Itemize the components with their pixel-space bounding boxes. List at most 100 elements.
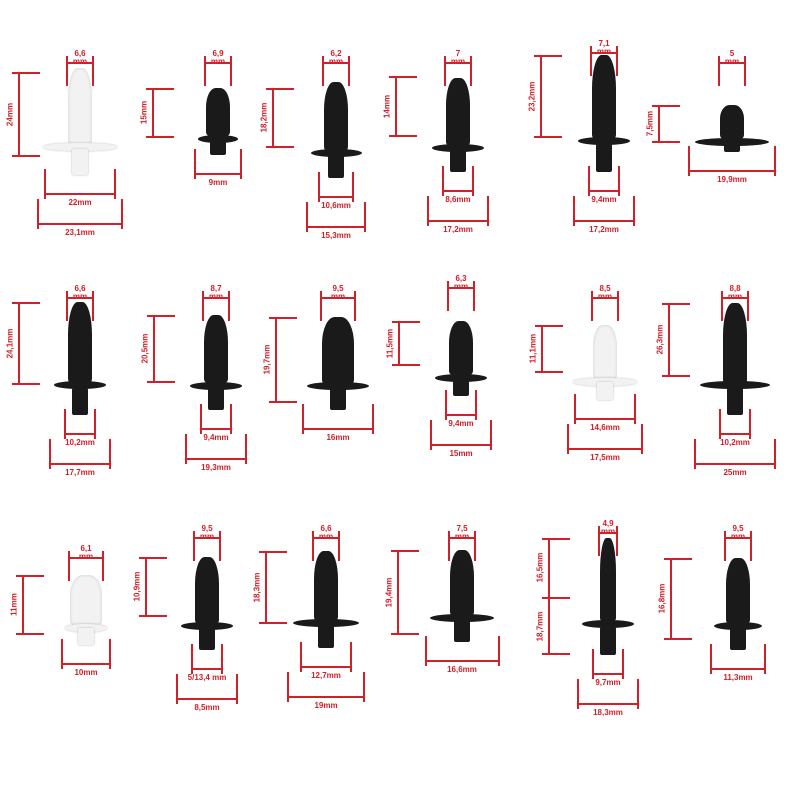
top-dimension-line bbox=[202, 297, 230, 299]
height-dimension-tick bbox=[147, 315, 175, 317]
bottom-dimension-tick bbox=[352, 172, 354, 202]
bottom-dimension-tick bbox=[114, 169, 116, 199]
clip-body bbox=[446, 78, 470, 146]
top-dimension-line bbox=[66, 62, 94, 64]
height-dimension-line bbox=[668, 303, 670, 377]
height-dimension-line bbox=[275, 317, 277, 403]
height-dimension-label: 20,5mm bbox=[140, 333, 150, 364]
bottom-dimension-line bbox=[567, 448, 643, 450]
bottom-dimension-line bbox=[176, 698, 238, 700]
height-dimension-tick bbox=[259, 622, 287, 624]
height-dimension-tick bbox=[535, 325, 563, 327]
bottom-dimension-label: 10,2mm bbox=[720, 438, 750, 447]
clip-body bbox=[204, 315, 228, 384]
height-dimension-line bbox=[395, 76, 397, 137]
top-dimension-tick bbox=[228, 291, 230, 321]
clip-stem bbox=[78, 628, 94, 645]
top-dimension-tick bbox=[447, 281, 449, 311]
top-dimension-tick bbox=[66, 56, 68, 86]
height-dimension-tick bbox=[389, 135, 417, 137]
top-dimension-tick bbox=[470, 56, 472, 86]
clip-body bbox=[449, 321, 473, 375]
top-dimension-tick bbox=[219, 531, 221, 561]
height-dimension-line bbox=[152, 88, 154, 138]
bottom-dimension-tick bbox=[445, 390, 447, 420]
top-dimension-tick bbox=[747, 291, 749, 321]
height-dimension-line bbox=[18, 72, 20, 157]
clip-stem bbox=[600, 626, 616, 655]
top-dimension-tick bbox=[617, 291, 619, 321]
height-dimension-tick bbox=[269, 401, 297, 403]
height-dimension-tick bbox=[16, 633, 44, 635]
height-dimension-tick bbox=[259, 551, 287, 553]
bottom-dimension-tick bbox=[44, 169, 46, 199]
height-dimension-tick bbox=[147, 381, 175, 383]
bottom-dimension-label: 9,7mm bbox=[595, 678, 621, 687]
height-dimension-tick bbox=[266, 146, 294, 148]
top-dimension-tick bbox=[230, 56, 232, 86]
top-dimension-line bbox=[590, 52, 618, 54]
bottom-dimension-tick bbox=[37, 199, 39, 229]
bottom-dimension-label: 9,4mm bbox=[203, 433, 229, 442]
top-dimension-tick bbox=[616, 526, 618, 556]
clip-stem bbox=[72, 387, 88, 415]
bottom-dimension-tick bbox=[577, 679, 579, 709]
bottom-dimension-line bbox=[49, 463, 111, 465]
bottom-dimension-label: 23,1mm bbox=[65, 228, 95, 237]
bottom-dimension-line bbox=[573, 220, 635, 222]
top-dimension-line bbox=[320, 297, 356, 299]
height-dimension-label: 16,8mm bbox=[657, 583, 667, 614]
height-dimension-tick bbox=[662, 375, 690, 377]
bottom-dimension-tick bbox=[472, 166, 474, 196]
bottom-dimension-tick bbox=[94, 409, 96, 439]
bottom-dimension-tick bbox=[710, 644, 712, 674]
height-dimension-tick bbox=[652, 141, 680, 143]
bottom-dimension-line bbox=[44, 193, 116, 195]
top-dimension-tick bbox=[312, 531, 314, 561]
bottom-dimension-line bbox=[577, 703, 639, 705]
bottom-dimension-line bbox=[194, 173, 242, 175]
top-dimension-tick bbox=[590, 46, 592, 76]
height-dimension-line bbox=[153, 315, 155, 383]
clip-body bbox=[322, 317, 354, 384]
height-dimension-tick bbox=[266, 88, 294, 90]
clip-body bbox=[314, 551, 338, 621]
height-dimension-tick bbox=[146, 88, 174, 90]
height-dimension-line bbox=[18, 302, 20, 385]
top-dimension-tick bbox=[193, 531, 195, 561]
bottom-dimension-label: 11,3mm bbox=[723, 673, 753, 682]
height-dimension-tick bbox=[146, 136, 174, 138]
bottom-dimension-tick bbox=[176, 674, 178, 704]
height-dimension-label: 18,2mm bbox=[259, 102, 269, 133]
top-dimension-line bbox=[718, 62, 746, 64]
bottom-dimension-tick bbox=[749, 409, 751, 439]
bottom-dimension-tick bbox=[364, 202, 366, 232]
height-dimension-tick bbox=[535, 371, 563, 373]
clip-head bbox=[431, 143, 485, 152]
top-dimension-line bbox=[724, 537, 752, 539]
bottom-dimension-tick bbox=[424, 636, 427, 666]
bottom-dimension-label: 16mm bbox=[326, 433, 350, 442]
clip-head bbox=[180, 622, 234, 631]
height-dimension-tick bbox=[12, 155, 40, 157]
bottom-dimension-line bbox=[445, 414, 477, 416]
bottom-dimension-line bbox=[200, 428, 232, 430]
top-dimension-line bbox=[193, 537, 221, 539]
height-dimension-label: 11mm bbox=[9, 593, 19, 616]
clip-stem bbox=[328, 154, 344, 178]
bottom-dimension-tick bbox=[487, 196, 489, 226]
clip-body bbox=[720, 105, 744, 139]
height-dimension-line bbox=[22, 575, 24, 635]
bottom-dimension-line bbox=[306, 226, 366, 228]
clip-body bbox=[206, 88, 230, 137]
top-dimension-tick bbox=[448, 531, 450, 561]
height-dimension-line bbox=[397, 550, 399, 635]
clip-stem bbox=[596, 143, 612, 172]
